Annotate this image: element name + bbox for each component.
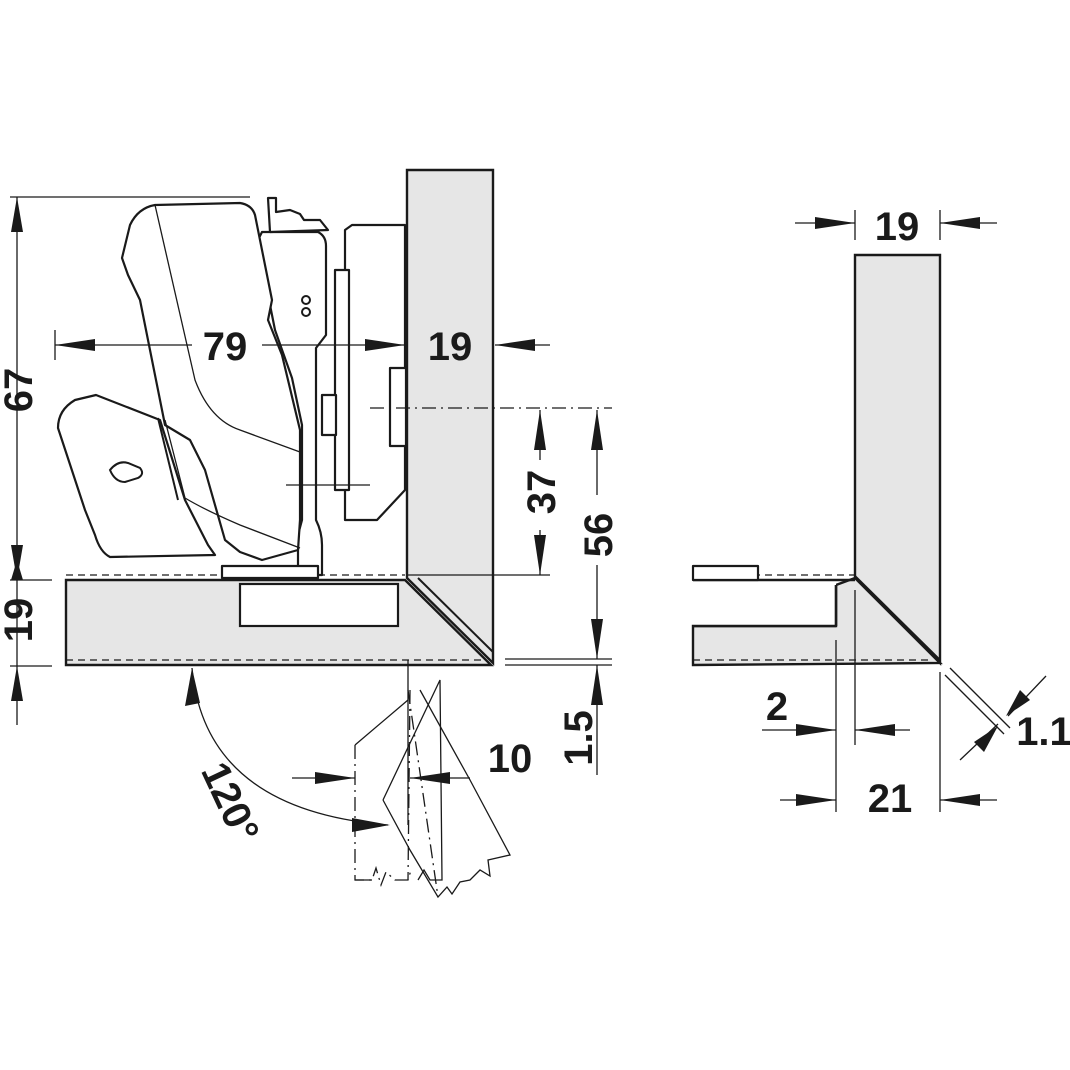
right-view: 19 2 21 1.1 [691, 205, 1070, 821]
dim-10-label: 10 [488, 737, 533, 781]
dim-37-label: 37 [520, 470, 564, 515]
dim-1.5-label: 1.5 [557, 710, 601, 766]
side-panel [405, 168, 495, 666]
mounting-plate-right [691, 564, 760, 582]
open-door-outline [354, 679, 511, 899]
dim-19-right-label: 19 [875, 205, 920, 249]
dim-19-side-label: 19 [428, 325, 473, 369]
dim-21-label: 21 [868, 777, 913, 821]
mounting-plate [220, 564, 320, 580]
left-view: 67 19 79 19 37 56 1.5 [0, 168, 621, 899]
dim-79-label: 79 [203, 325, 248, 369]
dim-2-label: 2 [766, 685, 788, 729]
dim-67-label: 67 [0, 368, 41, 413]
hinge-cup-recess [238, 582, 400, 628]
dim-angle-label: 120° [192, 756, 267, 850]
dim-56-label: 56 [577, 513, 621, 558]
hinge-body [56, 196, 408, 580]
dim-19-door-label: 19 [0, 598, 41, 643]
dim-1.1-label: 1.1 [1016, 710, 1070, 754]
